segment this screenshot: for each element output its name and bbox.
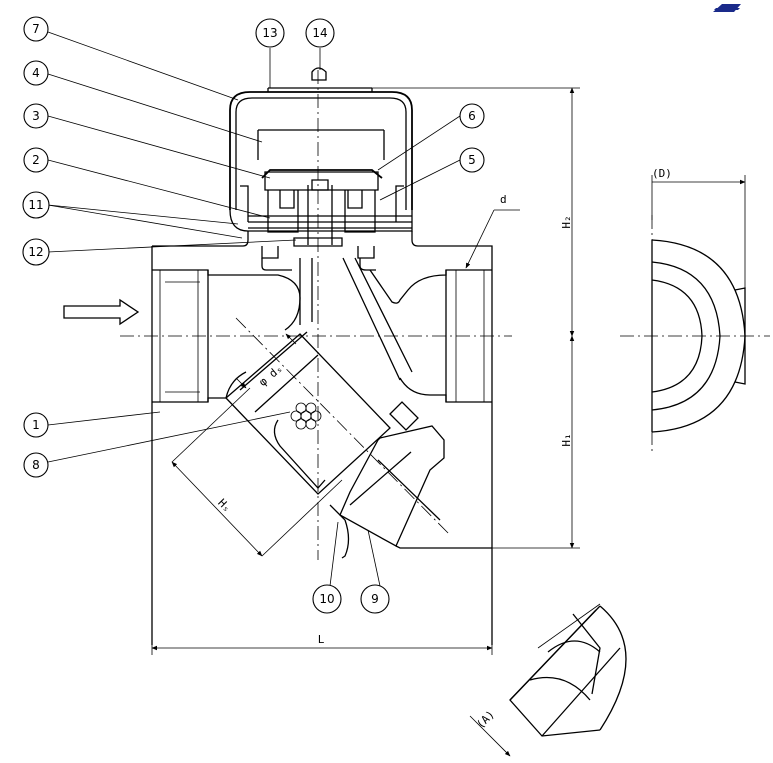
callout-3: 3 xyxy=(23,103,49,129)
dim-h2: H₂ xyxy=(560,215,573,228)
svg-text:9: 9 xyxy=(371,592,379,606)
leader-lines xyxy=(47,31,461,587)
logo xyxy=(713,4,741,12)
dim-D: (D) xyxy=(652,167,672,180)
svg-text:14: 14 xyxy=(312,26,327,40)
svg-text:5: 5 xyxy=(468,153,476,167)
svg-text:3: 3 xyxy=(32,109,40,123)
svg-text:8: 8 xyxy=(32,458,40,472)
callout-1: 1 xyxy=(23,412,49,438)
svg-text:4: 4 xyxy=(32,66,40,80)
callout-12: 12 xyxy=(22,238,50,266)
detail-view xyxy=(509,605,627,737)
callout-4: 4 xyxy=(23,60,49,86)
callout-11: 11 xyxy=(22,191,50,219)
strainer-screen xyxy=(225,331,412,506)
dim-A: (A) xyxy=(474,708,497,731)
flow-arrow xyxy=(63,298,140,326)
dim-hs: Hₛ xyxy=(215,496,234,515)
dim-d: d xyxy=(500,193,507,206)
trap-body xyxy=(151,231,493,645)
dimension-lines xyxy=(151,87,746,757)
dim-L: L xyxy=(318,633,325,646)
svg-text:2: 2 xyxy=(32,153,40,167)
svg-text:10: 10 xyxy=(319,592,334,606)
side-view xyxy=(651,239,746,433)
cover-assembly xyxy=(229,67,413,259)
callout-5: 5 xyxy=(459,147,485,173)
callout-7: 7 xyxy=(23,16,49,42)
svg-text:6: 6 xyxy=(468,109,476,123)
callout-2: 2 xyxy=(23,147,49,173)
svg-text:13: 13 xyxy=(262,26,277,40)
svg-text:7: 7 xyxy=(32,22,40,36)
callout-14: 14 xyxy=(305,18,335,48)
callout-9: 9 xyxy=(360,584,390,614)
callout-13: 13 xyxy=(255,18,285,48)
svg-text:12: 12 xyxy=(28,245,43,259)
callout-8: 8 xyxy=(23,452,49,478)
strainer-cap xyxy=(339,401,445,547)
centerlines xyxy=(120,70,770,560)
callout-10: 10 xyxy=(312,584,342,614)
svg-text:11: 11 xyxy=(28,198,43,212)
svg-text:1: 1 xyxy=(32,418,40,432)
dim-ds: φ dₛ xyxy=(256,362,285,389)
callout-6: 6 xyxy=(459,103,485,129)
dim-h1: H₁ xyxy=(560,433,573,446)
